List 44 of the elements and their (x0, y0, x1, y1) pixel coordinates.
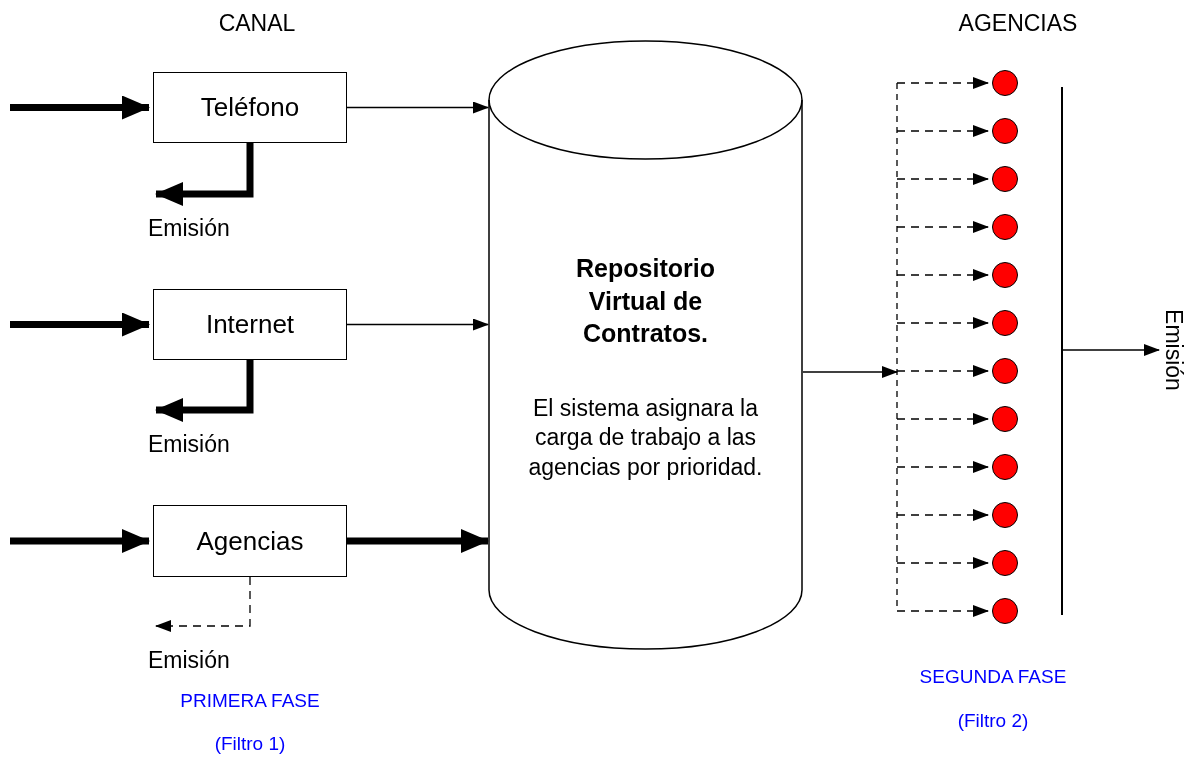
output-label: Emisión (1160, 300, 1190, 400)
process-box: Teléfono (153, 72, 347, 143)
phase-label: (Filtro 2) (957, 710, 1029, 733)
arrow (155, 143, 254, 206)
arrow (896, 413, 989, 425)
arrow (346, 101, 489, 114)
arrow (896, 317, 989, 329)
output-label: Emisión (148, 428, 258, 460)
circle-marker (992, 166, 1018, 192)
circle-marker (992, 118, 1018, 144)
arrow (346, 318, 489, 331)
circle-marker (992, 550, 1018, 576)
arrow (896, 365, 989, 377)
process-box: Agencias (153, 505, 347, 577)
circle-marker (992, 454, 1018, 480)
arrow (896, 173, 989, 185)
arrow (896, 221, 989, 233)
circle-marker (992, 358, 1018, 384)
column-heading: AGENCIAS (958, 10, 1078, 38)
arrow (896, 461, 989, 473)
circle-marker (992, 598, 1018, 624)
circle-marker (992, 310, 1018, 336)
phase-label: SEGUNDA FASE (919, 666, 1067, 689)
arrow (347, 529, 489, 553)
arrow (896, 125, 989, 137)
arrow (896, 605, 989, 617)
arrow (155, 576, 251, 632)
arrow (896, 509, 989, 521)
phase-label: PRIMERA FASE (180, 690, 320, 713)
circle-marker (992, 406, 1018, 432)
circle-marker (992, 262, 1018, 288)
arrow (155, 360, 254, 422)
circle-marker (992, 502, 1018, 528)
phase-label: (Filtro 1) (214, 733, 286, 756)
circle-marker (992, 70, 1018, 96)
arrow (896, 269, 989, 281)
circle-marker (992, 214, 1018, 240)
arrow (896, 557, 989, 569)
arrow (896, 77, 989, 89)
arrow (1061, 344, 1160, 356)
output-label: Emisión (148, 644, 258, 676)
output-label: Emisión (148, 212, 258, 244)
process-box: Internet (153, 289, 347, 360)
column-heading: CANAL (218, 10, 296, 38)
